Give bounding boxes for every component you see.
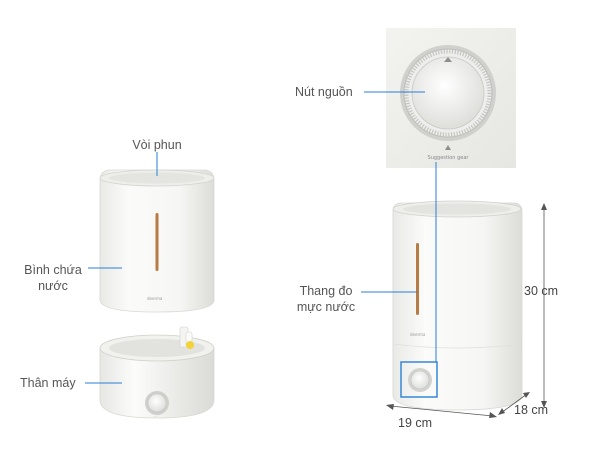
svg-text:deerma: deerma [410, 332, 426, 337]
humidifier-full: deerma [392, 200, 523, 411]
yellow-indicator [186, 341, 194, 349]
dial-caption: Suggestion gear [428, 155, 470, 161]
base-knob [147, 393, 167, 413]
label-height: 30 cm [524, 284, 559, 298]
label-voi-phun: Vòi phun [132, 138, 182, 152]
label-thang-do-line1: Thang đo [299, 284, 353, 298]
dimension-lines [386, 203, 547, 418]
width-dimension [389, 405, 494, 417]
callout-lines [85, 91, 437, 384]
depth-dimension [500, 393, 528, 414]
power-knob-highlight [400, 361, 438, 398]
power-dial [411, 56, 485, 130]
label-binh-chua-line1: Bình chứa [24, 263, 82, 277]
label-than-may: Thân máy [20, 376, 76, 390]
dial-closeup-panel: Suggestion gear [386, 28, 516, 168]
water-tank: deerma [99, 169, 215, 313]
label-nut-nguon: Nút nguồn [295, 85, 353, 99]
power-knob [410, 370, 430, 390]
label-width: 19 cm [398, 416, 433, 430]
logo-mark-left: deerma [147, 296, 163, 301]
base-unit: — [99, 326, 215, 419]
label-thang-do-line2: mực nước [296, 300, 356, 314]
label-binh-chua-line2: nước [38, 279, 68, 293]
water-level-strip [155, 213, 159, 271]
label-depth: 18 cm [514, 403, 549, 417]
water-level-strip-full [416, 243, 419, 315]
svg-text:—: — [154, 414, 157, 418]
